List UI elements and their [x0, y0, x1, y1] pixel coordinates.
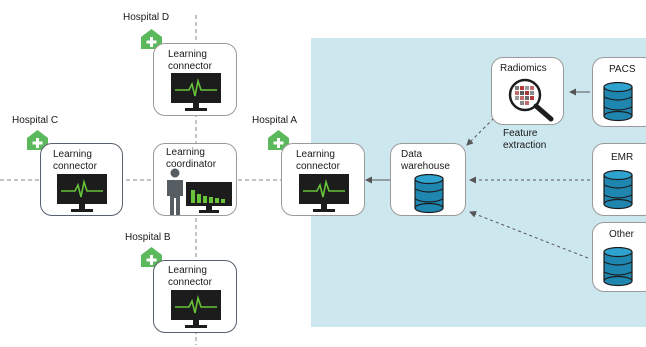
monitor-ecg-icon [171, 73, 221, 111]
warehouse-label: Data warehouse [401, 149, 450, 172]
radiomics-label: Radiomics [500, 63, 547, 74]
monitor-ecg-icon [171, 290, 221, 328]
pacs-source: PACS [592, 57, 646, 127]
hospital-c-label: Hospital C [12, 115, 59, 126]
hospital-d-learning-connector: Learning connector [153, 43, 237, 116]
hospital-a-learning-connector: Learning connector [281, 143, 365, 216]
radiomics: Radiomics [491, 57, 564, 125]
connector-label: Learning connector [296, 149, 340, 172]
other-label: Other [609, 229, 635, 240]
database-icon [603, 82, 633, 122]
data-warehouse: Data warehouse [390, 143, 466, 216]
magnifier-icon [508, 78, 554, 122]
feature-extraction-label: Feature extraction [503, 128, 547, 151]
pacs-label: PACS [609, 64, 636, 75]
hospital-b-label: Hospital B [125, 232, 171, 243]
emr-source: EMR [592, 143, 646, 216]
database-icon [414, 174, 444, 214]
other-source: Other [592, 222, 646, 292]
hospital-d-label: Hospital D [123, 12, 170, 23]
monitor-ecg-icon [299, 174, 349, 212]
arrow-other-to-warehouse [469, 210, 589, 259]
coordinator-label: Learning coordinator [166, 147, 217, 170]
connector-label: Learning connector [168, 49, 212, 72]
person-icon [167, 168, 183, 215]
database-icon [603, 170, 633, 210]
house-plus-icon [268, 130, 289, 150]
hospital-a-label: Hospital A [252, 115, 298, 126]
house-plus-icon [141, 29, 162, 49]
monitor-ecg-icon [57, 174, 107, 212]
monitor-bar-chart-icon [186, 182, 232, 213]
learning-coordinator: Learning coordinator [153, 143, 237, 216]
connector-label: Learning connector [168, 265, 212, 288]
house-plus-icon [27, 130, 48, 150]
connector-label: Learning connector [53, 149, 97, 172]
emr-label: EMR [611, 152, 634, 163]
database-icon [603, 247, 633, 287]
hospital-c-learning-connector: Learning connector [40, 143, 123, 216]
hospital-b-learning-connector: Learning connector [153, 260, 237, 333]
